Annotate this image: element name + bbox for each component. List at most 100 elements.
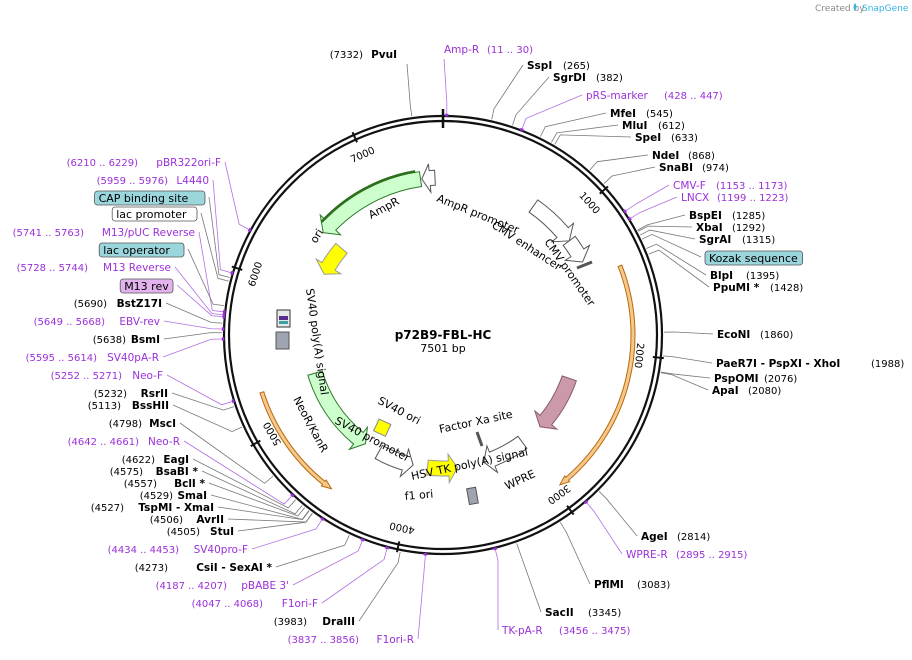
site-label-econi[interactable]: EcoNI(1860) bbox=[717, 329, 793, 341]
leader-line bbox=[208, 482, 306, 517]
site-label-cmv-f[interactable]: CMV-F(1153 .. 1173) bbox=[673, 180, 788, 192]
label-coord: (5232) bbox=[94, 389, 127, 400]
site-label-smai[interactable]: SmaI(4529) bbox=[140, 490, 207, 502]
site-label-mlui[interactable]: MluI(612) bbox=[622, 120, 685, 132]
site-label-apai[interactable]: ApaI(2080) bbox=[712, 385, 781, 397]
site-label-blpi[interactable]: BlpI(1395) bbox=[710, 270, 779, 282]
site-label-neo-r[interactable]: Neo-R(4642 .. 4661) bbox=[68, 436, 180, 448]
site-label-f1ori-r[interactable]: F1ori-R(3837 .. 3856) bbox=[288, 634, 414, 646]
site-label-kozak-sequence[interactable]: Kozak sequence bbox=[704, 250, 803, 266]
site-label-neo-f[interactable]: Neo-F(5252 .. 5271) bbox=[51, 370, 163, 382]
label-name: SmaI bbox=[178, 490, 208, 502]
site-label-m13-rev[interactable]: M13 rev bbox=[119, 278, 174, 294]
site-label-xbai[interactable]: XbaI (1292) bbox=[696, 222, 765, 234]
leader-line bbox=[162, 338, 223, 358]
label-coord: (3345) bbox=[588, 608, 621, 619]
site-label-pflmi[interactable]: PflMI(3083) bbox=[594, 579, 670, 591]
hsv-tk-polya-block bbox=[466, 486, 479, 506]
label-coord: (4505) bbox=[167, 527, 200, 538]
site-label-prs-marker[interactable]: pRS-marker(428 .. 447) bbox=[586, 90, 723, 102]
site-label-sacii[interactable]: SacII(3345) bbox=[545, 607, 621, 619]
label-name: BclI * bbox=[174, 478, 205, 490]
site-label-paer7i-pspxi-xhoi[interactable]: PaeR7I - PspXI - XhoI(1988) bbox=[716, 358, 904, 370]
site-label-bstz17i[interactable]: BstZ17I(5690) bbox=[74, 298, 162, 310]
feature-ampr bbox=[319, 171, 423, 236]
site-label-spei[interactable]: SpeI(633) bbox=[635, 132, 698, 144]
site-label-lac-operator[interactable]: lac operator bbox=[98, 242, 185, 258]
m13-rev-mark bbox=[279, 316, 288, 320]
site-label-draiii[interactable]: DraIII(3983) bbox=[274, 616, 355, 628]
leader-line bbox=[217, 506, 310, 521]
f1-ori-label: f1 ori bbox=[404, 488, 434, 503]
site-label-bsshii[interactable]: BssHII(5113) bbox=[88, 400, 169, 412]
site-label-pvui[interactable]: PvuI(7332) bbox=[330, 49, 397, 61]
plasmid-name: p72B9-FBL-HC bbox=[395, 328, 492, 342]
tick-4000 bbox=[395, 541, 401, 553]
site-label-bspei[interactable]: BspEI(1285) bbox=[689, 210, 765, 222]
label-leader-lines bbox=[162, 58, 714, 640]
site-label-snabi[interactable]: SnaBI(974) bbox=[659, 162, 729, 174]
label-name: pBABE 3' bbox=[241, 580, 289, 592]
leader-line bbox=[208, 196, 230, 278]
leader-line bbox=[625, 184, 670, 212]
label-name: SV40pA-R bbox=[107, 352, 159, 364]
site-label-lncx[interactable]: LNCX(1199 .. 1223) bbox=[681, 192, 789, 204]
leader-line bbox=[521, 94, 583, 129]
label-coord: (5728 .. 5744) bbox=[17, 263, 89, 274]
site-label-stui[interactable]: StuI(4505) bbox=[167, 526, 234, 538]
label-name: pBR322ori-F bbox=[156, 157, 221, 169]
site-label-avrii[interactable]: AvrII(4506) bbox=[150, 514, 224, 526]
label-name: AgeI bbox=[641, 531, 668, 543]
leader-line bbox=[172, 404, 243, 433]
site-label-amp-r[interactable]: Amp-R(11 .. 30) bbox=[444, 44, 533, 56]
label-name: XbaI bbox=[696, 222, 723, 234]
site-label-eagi[interactable]: EagI(4622) bbox=[122, 454, 189, 466]
site-label-msci[interactable]: MscI(4798) bbox=[109, 418, 176, 430]
label-coord: (5113) bbox=[88, 401, 121, 412]
site-label-ppumi[interactable]: PpuMI *(1428) bbox=[713, 282, 803, 294]
site-label-m13-reverse[interactable]: M13 Reverse(5728 .. 5744) bbox=[17, 262, 171, 274]
site-label-f1ori-f[interactable]: F1ori-F(4047 .. 4068) bbox=[192, 598, 318, 610]
site-label-sv40pro-f[interactable]: SV40pro-F(4434 .. 4453) bbox=[108, 544, 248, 556]
leader-line bbox=[516, 543, 542, 613]
site-label-ndei[interactable]: NdeI(868) bbox=[652, 150, 715, 162]
site-label-agei[interactable]: AgeI(2814) bbox=[641, 531, 710, 543]
label-name: SgrAI bbox=[699, 234, 731, 246]
site-label-l4440[interactable]: L4440(5959 .. 5976) bbox=[97, 175, 209, 187]
site-label-sgrai[interactable]: SgrAI(1315) bbox=[699, 234, 775, 246]
site-label-bsabi[interactable]: BsaBI *(4575) bbox=[110, 466, 199, 478]
site-label-m13-puc-reverse[interactable]: M13/pUC Reverse(5741 .. 5763) bbox=[13, 227, 195, 239]
tick-1000 bbox=[599, 185, 609, 195]
site-label-rsrii[interactable]: RsrII(5232) bbox=[94, 388, 168, 400]
site-label-sspi[interactable]: SspI(265) bbox=[527, 60, 590, 72]
site-label-pbr322ori-f[interactable]: pBR322ori-F(6210 .. 6229) bbox=[67, 157, 221, 169]
site-label-wpre-r[interactable]: WPRE-R(2895 .. 2915) bbox=[626, 549, 748, 561]
label-coord: (1292) bbox=[732, 223, 765, 234]
label-name: DraIII bbox=[322, 616, 355, 628]
site-label-bsmi[interactable]: BsmI(5638) bbox=[93, 334, 160, 346]
leader-line bbox=[641, 233, 702, 258]
site-label-lac-promoter[interactable]: lac promoter bbox=[111, 206, 198, 222]
site-label-tspmi-xmai[interactable]: TspMI - XmaI(4527) bbox=[91, 502, 214, 514]
leader-line bbox=[224, 161, 250, 230]
sv40-polya-label: SV40 poly(A) signal bbox=[303, 288, 331, 396]
site-label-sv40pa-r[interactable]: SV40pA-R(5595 .. 5614) bbox=[26, 352, 159, 364]
site-label-sgrdi[interactable]: SgrDI(382) bbox=[553, 72, 623, 84]
label-coord: (545) bbox=[646, 109, 673, 120]
site-label-pspomi[interactable]: PspOMI(2076) bbox=[714, 373, 797, 385]
leader-line bbox=[443, 58, 448, 115]
leader-line bbox=[292, 540, 363, 586]
site-label-csii-sexai[interactable]: CsiI - SexAI *(4273) bbox=[135, 562, 273, 574]
leader-line bbox=[321, 548, 388, 604]
site-label-pbabe-3[interactable]: pBABE 3'(4187 .. 4207) bbox=[156, 580, 289, 592]
site-label-cap-binding-site[interactable]: CAP binding site bbox=[94, 190, 206, 206]
site-label-ebv-rev[interactable]: EBV-rev(5649 .. 5668) bbox=[34, 316, 160, 328]
site-label-mfei[interactable]: MfeI(545) bbox=[610, 108, 673, 120]
outer-labels: SspI(265)SgrDI(382) pRS-marker(428 .. 447… bbox=[13, 44, 905, 646]
site-label-bcli[interactable]: BclI *(4557) bbox=[124, 478, 206, 490]
label-name: AvrII bbox=[196, 514, 224, 526]
site-label-tk-pa-r[interactable]: TK-pA-R(3456 .. 3475) bbox=[501, 625, 631, 637]
label-box bbox=[94, 190, 206, 206]
leader-line bbox=[660, 371, 711, 379]
